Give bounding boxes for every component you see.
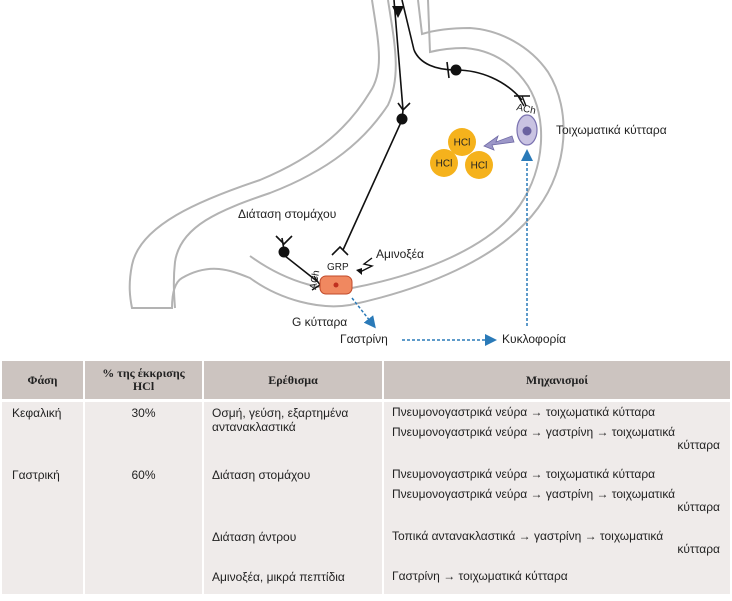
cell-phase: Κεφαλική Γαστρική xyxy=(2,402,83,594)
label-grp: GRP xyxy=(327,262,349,273)
mechanism-cephalic-2-line2: κύτταρα xyxy=(677,438,720,452)
vagus-fiber-left xyxy=(393,0,404,111)
mechanism-gastric-1: Πνευμονογαστρικά νεύρα → τοιχωματικά κύτ… xyxy=(392,467,656,481)
cell-mechanisms: Πνευμονογαστρικά νεύρα → τοιχωματικά κύτ… xyxy=(384,402,730,594)
hcl-secretion-arrow-icon xyxy=(483,134,515,151)
ganglion-left xyxy=(278,246,290,258)
label-gastrin: Γαστρίνη xyxy=(340,332,388,346)
label-ach-top: ACh xyxy=(515,102,536,117)
stimulus-cephalic-line2: αντανακλαστικά xyxy=(212,420,296,434)
cell-percent: 30% 60% xyxy=(85,402,202,594)
table-header-row: Φάση % της έκκρισης HCl Ερέθισμα Μηχανισ… xyxy=(2,361,730,399)
synapse-grp-fork xyxy=(331,245,349,256)
vagus-branch-gcell xyxy=(342,109,404,251)
mechanism-gastric-2-line1: Πνευμονογαστρικά νεύρα → γαστρίνη → τοιχ… xyxy=(392,487,676,501)
pct-cephalic: 30% xyxy=(131,406,156,420)
header-mechanisms: Μηχανισμοί xyxy=(384,361,730,399)
vagus-branch-parietal xyxy=(413,49,523,101)
label-ach-bottom: ACh xyxy=(308,269,322,290)
header-percent-line2: HCl xyxy=(132,379,155,393)
g-cell-nucleus xyxy=(333,282,339,288)
synapse-middle xyxy=(397,102,411,112)
hcl-label-1: HCl xyxy=(454,138,471,149)
mechanism-cephalic-1: Πνευμονογαστρικά νεύρα → τοιχωματικά κύτ… xyxy=(392,405,656,419)
hcl-label-3: HCl xyxy=(471,161,488,172)
stomach-diagram: HCl HCl HCl Τοιχωματικά κύτταρα ACh Διάτ… xyxy=(128,0,667,346)
vagus-fiber-right xyxy=(401,0,415,51)
mechanism-gastric-4: Γαστρίνη → τοιχωματικά κύτταρα xyxy=(392,569,568,583)
header-percent-line1: % της έκκρισης xyxy=(102,366,185,380)
stomach-inner-wall xyxy=(172,0,397,309)
header-percent: % της έκκρισης HCl xyxy=(85,361,202,399)
stimulus-cephalic: Οσμή, γεύση, εξαρτημένα αντανακλαστικά xyxy=(212,406,378,434)
synapse-left xyxy=(275,235,293,246)
stimulus-cephalic-line1: Οσμή, γεύση, εξαρτημένα xyxy=(212,406,349,420)
parietal-cell-nucleus xyxy=(522,126,532,136)
synapse-top xyxy=(446,61,450,79)
mechanism-gastric-3-line1: Τοπικά αντανακλαστικά → γαστρίνη → τοιχω… xyxy=(392,529,664,543)
synapse-top-fork xyxy=(514,95,530,107)
stimulus-antrum-distension: Διάταση άντρου xyxy=(212,530,297,544)
mechanism-gastric-3: Τοπικά αντανακλαστικά → γαστρίνη → τοιχω… xyxy=(392,530,720,556)
header-stimulus: Ερέθισμα xyxy=(204,361,382,399)
stimulus-stomach-distension: Διάταση στομάχου xyxy=(212,468,311,482)
ganglion-top xyxy=(450,64,462,76)
mechanism-gastric-2-line2: κύτταρα xyxy=(677,500,720,514)
stomach-outer-wall xyxy=(128,0,565,309)
mechanism-cephalic-2: Πνευμονογαστρικά νεύρα → γαστρίνη → τοιχ… xyxy=(392,426,720,452)
table-row: Κεφαλική Γαστρική 30% 60% Οσμή, γεύση, ε… xyxy=(2,402,730,594)
phase-gastric: Γαστρική xyxy=(12,468,60,482)
header-phase: Φάση xyxy=(2,361,83,399)
hcl-molecule-1: HCl xyxy=(448,128,476,156)
stimulus-amino-acids: Αμινοξέα, μικρά πεπτίδια xyxy=(212,570,345,584)
label-g-cells: G κύτταρα xyxy=(292,315,347,329)
hcl-molecule-2: HCl xyxy=(430,149,458,177)
cell-stimulus: Οσμή, γεύση, εξαρτημένα αντανακλαστικά Δ… xyxy=(204,402,382,594)
mechanism-gastric-3-line2: κύτταρα xyxy=(677,542,720,556)
vagus-arrow-icon xyxy=(392,6,404,18)
label-stomach-distension: Διάταση στομάχου xyxy=(238,207,336,221)
mechanism-gastric-2: Πνευμονογαστρικά νεύρα → γαστρίνη → τοιχ… xyxy=(392,488,720,514)
amino-acid-arrow-icon xyxy=(359,257,375,273)
secretion-phase-table: Φάση % της έκκρισης HCl Ερέθισμα Μηχανισ… xyxy=(0,361,732,594)
label-circulation: Κυκλοφορία xyxy=(502,332,566,346)
hcl-label-2: HCl xyxy=(436,159,453,170)
gastrin-release-arrow xyxy=(351,297,376,329)
phase-cephalic: Κεφαλική xyxy=(12,406,62,420)
label-parietal-cells: Τοιχωματικά κύτταρα xyxy=(556,123,667,137)
pct-gastric: 60% xyxy=(131,468,156,482)
hcl-molecule-3: HCl xyxy=(465,151,493,179)
mechanism-cephalic-2-line1: Πνευμονογαστρικά νεύρα → γαστρίνη → τοιχ… xyxy=(392,425,676,439)
label-amino-acids: Αμινοξέα xyxy=(376,247,424,261)
ganglion-middle xyxy=(396,113,408,125)
